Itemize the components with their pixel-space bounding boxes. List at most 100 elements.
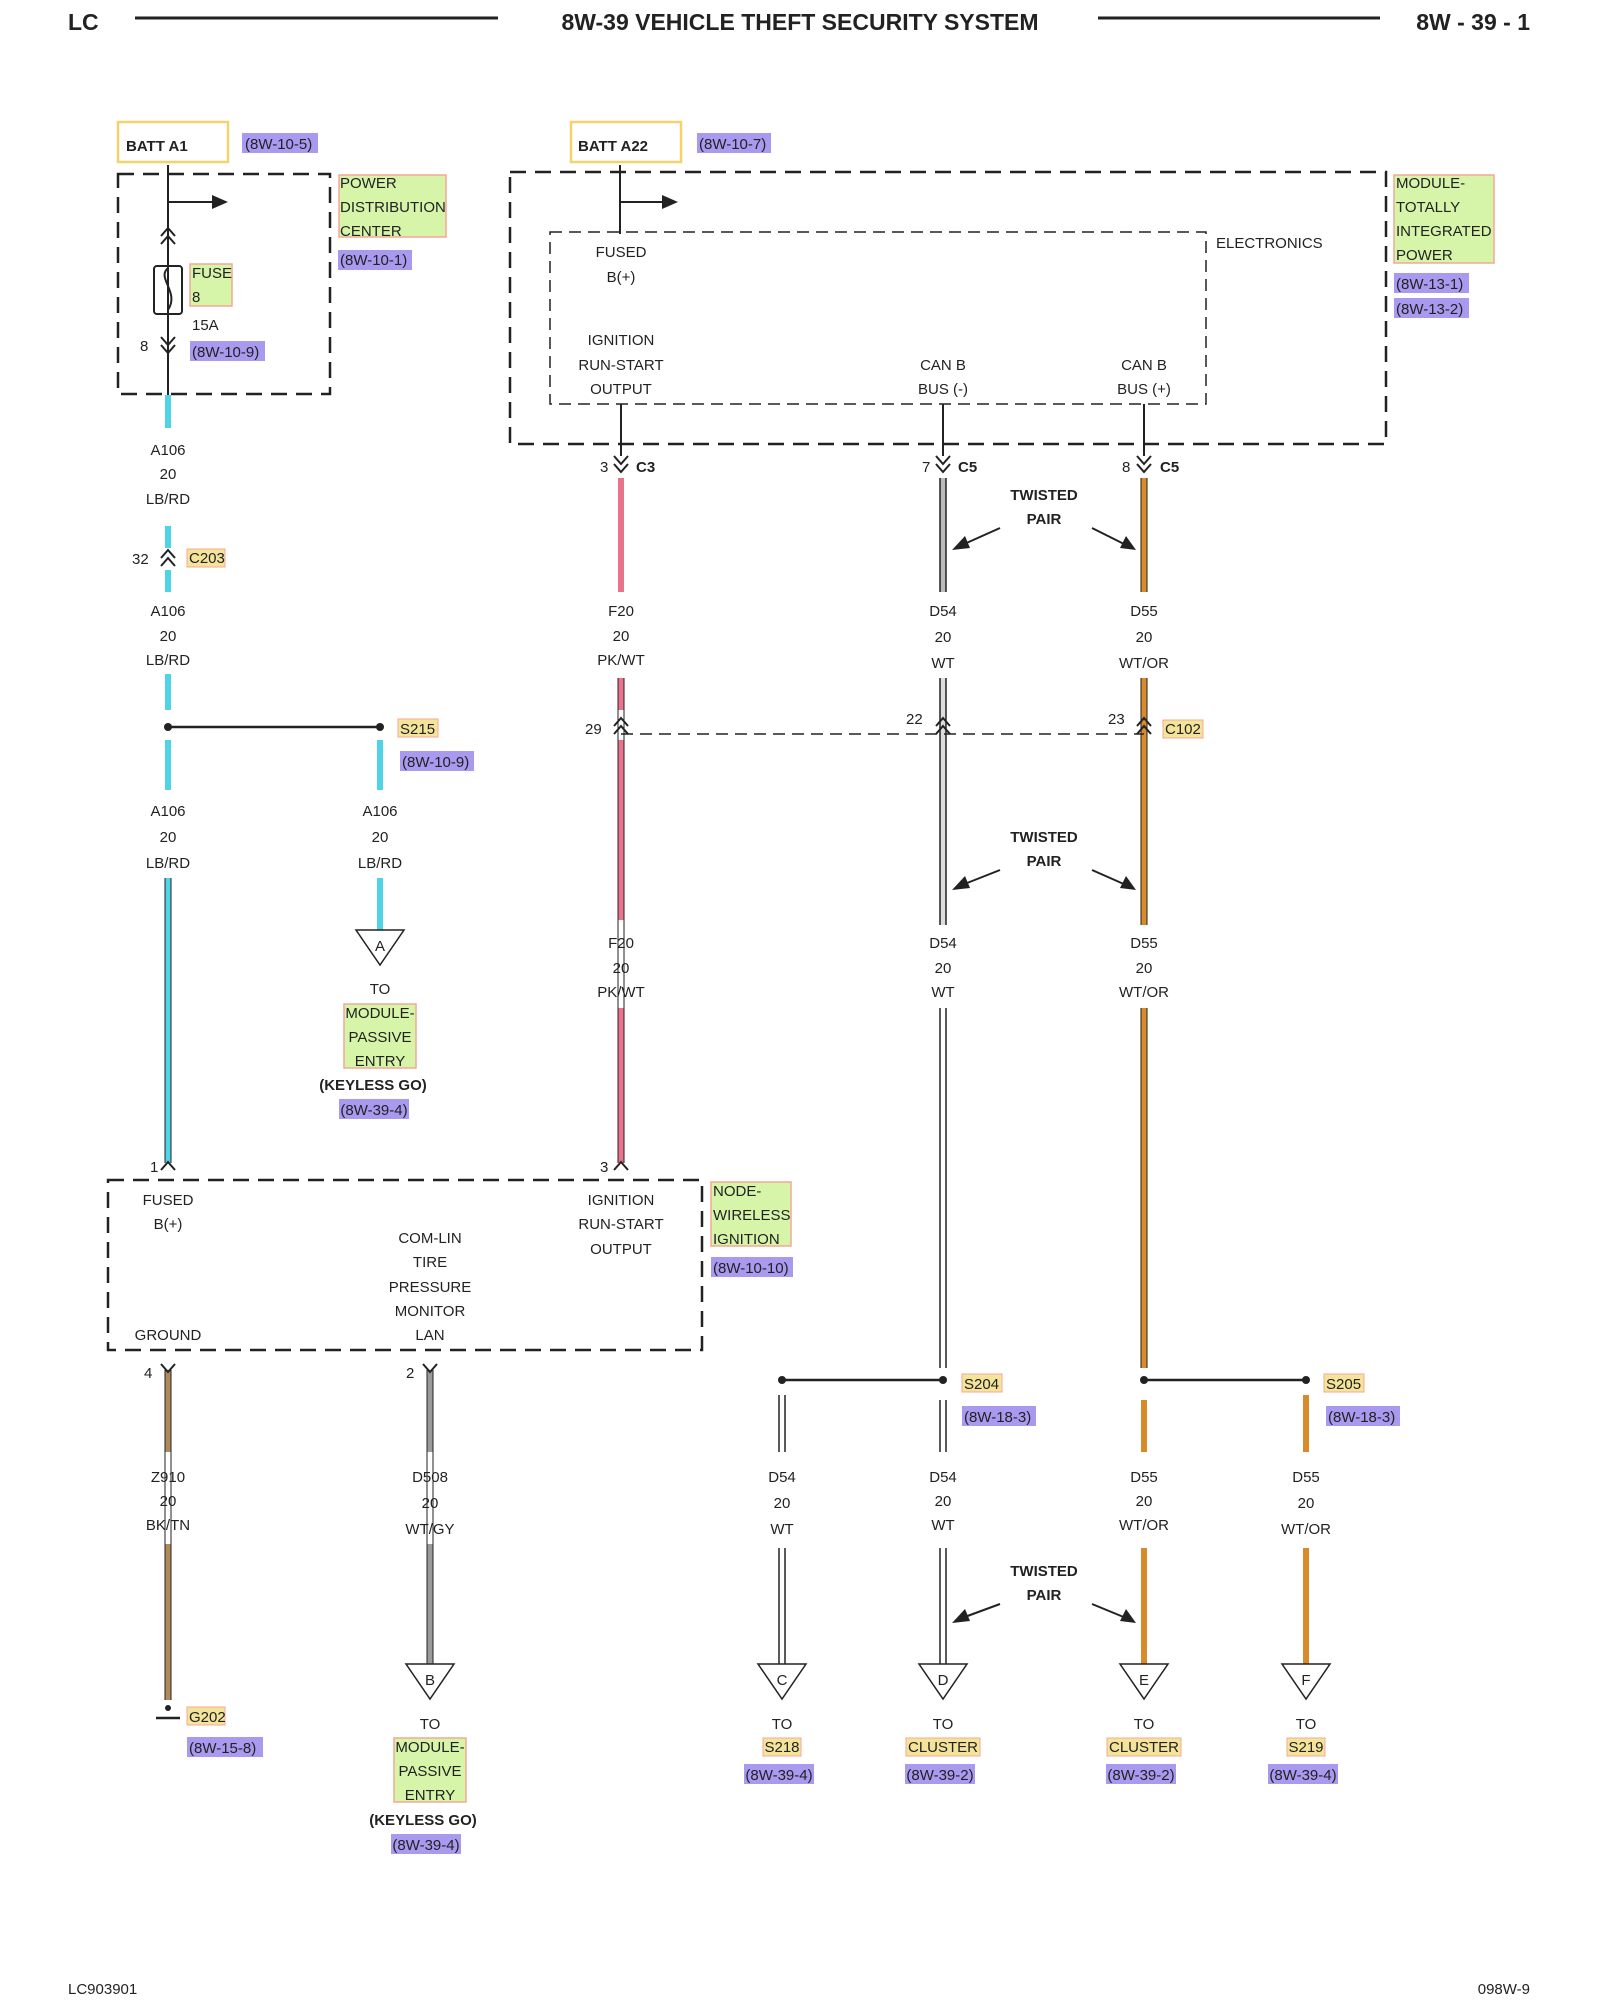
dest-d-letter: D <box>938 1672 949 1689</box>
destination-f[interactable]: F TO S219 (8W-39-4) <box>1268 1663 1338 1784</box>
pin-3: 3 <box>600 459 608 476</box>
wire-a106-2-color: LB/RD <box>146 652 190 669</box>
win-name-1: NODE- <box>713 1183 761 1200</box>
pin-8: 8 <box>1122 459 1130 476</box>
splice-s205[interactable]: S205 <box>1326 1376 1361 1393</box>
wire-d55-3-gauge: 20 <box>1136 1493 1153 1510</box>
dest-a-name-2: PASSIVE <box>348 1029 411 1046</box>
module-tipm: ELECTRONICS FUSED B(+) IGNITION RUN-STAR… <box>508 165 1495 446</box>
wire-z910-id: Z910 <box>151 1469 185 1486</box>
splice-s204-ref[interactable]: (8W-18-3) <box>964 1409 1031 1426</box>
dest-c-ref[interactable]: (8W-39-4) <box>745 1767 812 1784</box>
wire-d55-3-color: WT/OR <box>1119 1517 1169 1534</box>
twisted-pair-3-line1: TWISTED <box>1010 1563 1078 1580</box>
footer-left: LC903901 <box>68 1981 137 1998</box>
dest-b-ref[interactable]: (8W-39-4) <box>392 1837 459 1854</box>
destination-b[interactable]: B TO MODULE- PASSIVE ENTRY (KEYLESS GO) … <box>369 1663 477 1854</box>
dest-a-ref[interactable]: (8W-39-4) <box>340 1102 407 1119</box>
wire-d55-1-gauge: 20 <box>1136 629 1153 646</box>
pdc-ref[interactable]: (8W-10-1) <box>340 252 407 269</box>
win-ref[interactable]: (8W-10-10) <box>713 1260 789 1277</box>
twisted-pair-2-line1: TWISTED <box>1010 829 1078 846</box>
tipm-ref-1[interactable]: (8W-13-1) <box>1396 276 1463 293</box>
dest-a-name-3: ENTRY <box>355 1053 406 1070</box>
splice-s205-ref[interactable]: (8W-18-3) <box>1328 1409 1395 1426</box>
ground-name[interactable]: G202 <box>189 1709 226 1726</box>
wire-d54-2-gauge: 20 <box>935 960 952 977</box>
dest-b-letter: B <box>425 1672 435 1689</box>
twisted-pair-2-line2: PAIR <box>1027 853 1062 870</box>
wire-d508 <box>426 1370 434 1664</box>
batt-a22-label: BATT A22 <box>578 138 648 155</box>
wire-d55-2-color: WT/OR <box>1119 984 1169 1001</box>
connector-c5a: C5 <box>958 459 977 476</box>
dest-d-ref[interactable]: (8W-39-2) <box>906 1767 973 1784</box>
tipm-canm-2: BUS (-) <box>918 381 968 398</box>
tipm-name-3: INTEGRATED <box>1396 223 1492 240</box>
pdc-name-3: CENTER <box>340 223 402 240</box>
wire-d55-4-gauge: 20 <box>1298 1495 1315 1512</box>
dest-b-to: TO <box>420 1716 441 1733</box>
footer-right: 098W-9 <box>1478 1981 1530 1998</box>
wire-d54-3-id: D54 <box>768 1469 796 1486</box>
wire-f20-1-id: F20 <box>608 603 634 620</box>
splice-labels: S215 (8W-10-9) S204 (8W-18-3) S205 (8W-1… <box>397 718 1400 1426</box>
pdc-name-1: POWER <box>340 175 397 192</box>
tipm-canp-1: CAN B <box>1121 357 1167 374</box>
destination-a[interactable]: A TO MODULE- PASSIVE ENTRY (KEYLESS GO) … <box>319 929 427 1119</box>
wire-a106-4-id: A106 <box>362 803 397 820</box>
splice-s215[interactable]: S215 <box>400 721 435 738</box>
splice-s215-ref[interactable]: (8W-10-9) <box>402 754 469 771</box>
wire-d55-2-gauge: 20 <box>1136 960 1153 977</box>
wire-d55-3-id: D55 <box>1130 1469 1158 1486</box>
dest-e-name: CLUSTER <box>1109 1739 1179 1756</box>
wire-f20-2-id: F20 <box>608 935 634 952</box>
dest-f-ref[interactable]: (8W-39-4) <box>1269 1767 1336 1784</box>
dest-c-to: TO <box>772 1716 793 1733</box>
tipm-canm-1: CAN B <box>920 357 966 374</box>
wire-a106-2-id: A106 <box>150 603 185 620</box>
pin-1: 1 <box>150 1159 158 1176</box>
win-fused-2: B(+) <box>154 1216 183 1233</box>
splice-dots <box>164 723 1310 1384</box>
win-comlin-5: LAN <box>415 1327 444 1344</box>
splice-s204[interactable]: S204 <box>964 1376 999 1393</box>
ground-ref[interactable]: (8W-15-8) <box>189 1740 256 1757</box>
pin-2: 2 <box>406 1365 414 1382</box>
batt-a22-ref[interactable]: (8W-10-7) <box>699 136 766 153</box>
wire-f20 <box>617 404 625 1163</box>
win-ground: GROUND <box>135 1327 202 1344</box>
dest-c-letter: C <box>777 1672 788 1689</box>
wire-d55-branch <box>1144 1378 1309 1664</box>
connector-c102[interactable]: C102 <box>1165 721 1201 738</box>
win-name-2: WIRELESS <box>713 1207 791 1224</box>
page-title: 8W-39 VEHICLE THEFT SECURITY SYSTEM <box>561 9 1038 35</box>
win-comlin-3: PRESSURE <box>389 1279 472 1296</box>
destination-d[interactable]: D TO CLUSTER (8W-39-2) <box>905 1663 981 1784</box>
wire-d508-gauge: 20 <box>422 1495 439 1512</box>
fuse-ref[interactable]: (8W-10-9) <box>192 344 259 361</box>
wire-a106-1-color: LB/RD <box>146 491 190 508</box>
dest-b-note: (KEYLESS GO) <box>369 1812 477 1829</box>
twisted-pair-3: TWISTED PAIR <box>952 1563 1136 1623</box>
ground-g202: G202 (8W-15-8) <box>156 1705 263 1757</box>
twisted-pair-2: TWISTED PAIR <box>952 829 1136 890</box>
dest-e-letter: E <box>1139 1672 1149 1689</box>
connector-symbols <box>160 455 1152 1374</box>
win-name-3: IGNITION <box>713 1231 780 1248</box>
destination-c[interactable]: C TO S218 (8W-39-4) <box>744 1663 814 1784</box>
twisted-pair-1-line2: PAIR <box>1027 511 1062 528</box>
wire-d54-1-gauge: 20 <box>935 629 952 646</box>
connector-c203[interactable]: C203 <box>189 550 225 567</box>
tipm-ref-2[interactable]: (8W-13-2) <box>1396 301 1463 318</box>
connector-c5b: C5 <box>1160 459 1179 476</box>
wire-d55-4-color: WT/OR <box>1281 1521 1331 1538</box>
destination-e[interactable]: E TO CLUSTER (8W-39-2) <box>1106 1663 1182 1784</box>
dest-e-ref[interactable]: (8W-39-2) <box>1107 1767 1174 1784</box>
batt-a1-ref[interactable]: (8W-10-5) <box>245 136 312 153</box>
twisted-pair-3-line2: PAIR <box>1027 1587 1062 1604</box>
tipm-electronics: ELECTRONICS <box>1216 235 1323 252</box>
win-ign-3: OUTPUT <box>590 1241 652 1258</box>
wire-d55-2-id: D55 <box>1130 935 1158 952</box>
